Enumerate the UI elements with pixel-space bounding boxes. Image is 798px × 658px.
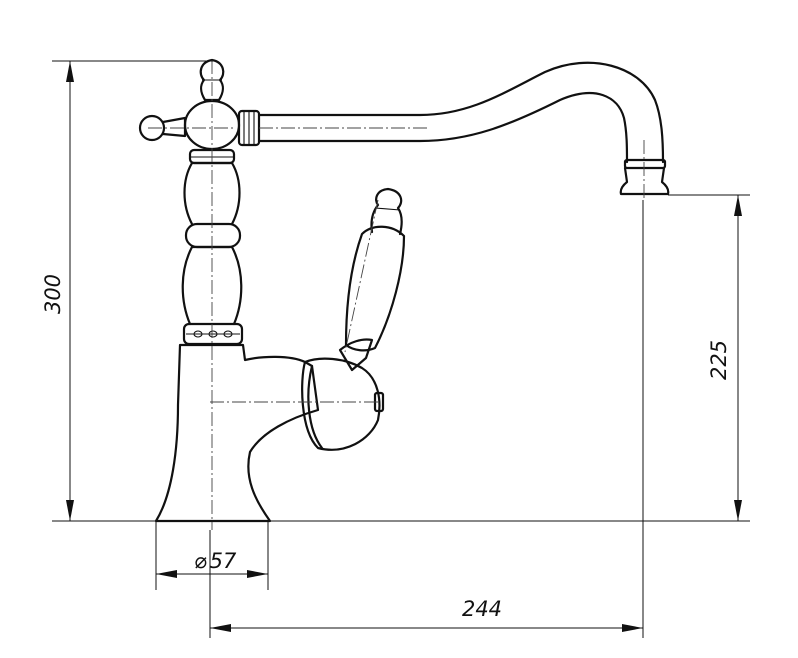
- lever-porcelain: [344, 225, 406, 352]
- column-middle-ring: [184, 222, 242, 249]
- lever-hub: [301, 357, 381, 451]
- dim-label-300: 300: [41, 274, 65, 314]
- lever-neck: [338, 338, 374, 372]
- body-collar-ring: [182, 322, 244, 346]
- spout: [257, 61, 665, 164]
- center-lines: [148, 60, 645, 530]
- spout-aerator: [619, 166, 670, 196]
- dim-label-57: ⌀57: [194, 549, 237, 573]
- spout-aerator-ring: [623, 158, 667, 170]
- dim-label-244: 244: [462, 597, 502, 621]
- diameter-value: 57: [210, 549, 237, 573]
- diameter-symbol: ⌀: [194, 549, 207, 573]
- faucet-outline: [138, 58, 670, 523]
- dimension-lines: [52, 60, 750, 638]
- cross-handle-left-knob: [138, 114, 166, 142]
- dim-label-225: 225: [707, 340, 731, 380]
- faucet-base: [154, 343, 320, 523]
- lever-top-cap: [370, 187, 403, 236]
